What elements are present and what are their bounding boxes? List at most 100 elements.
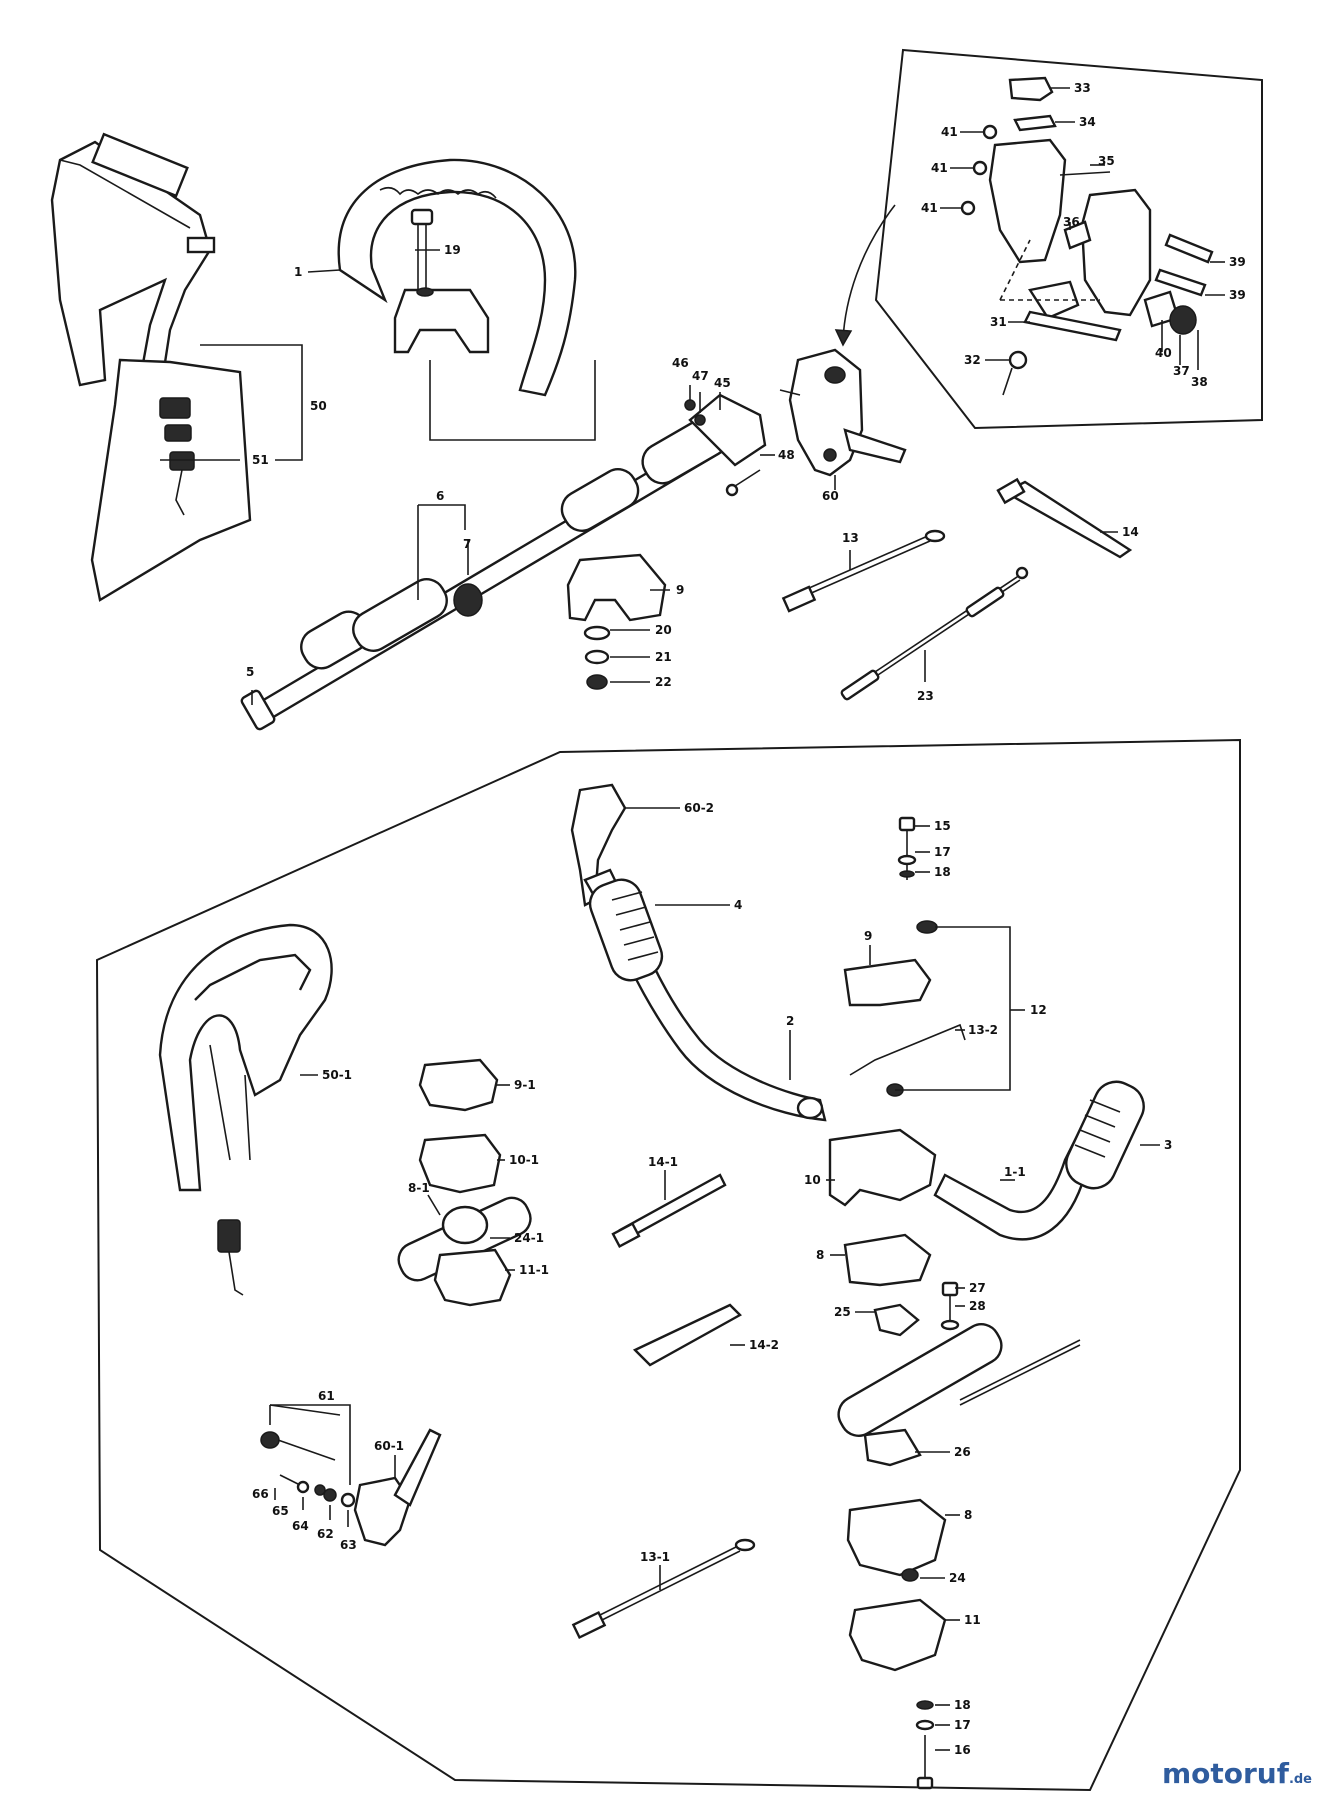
strip-14-2 bbox=[632, 1303, 742, 1367]
bolt-16 bbox=[916, 1735, 934, 1790]
callout-13: 13 bbox=[842, 531, 859, 545]
clamp-26 bbox=[863, 1428, 922, 1467]
inset-frame-bike-handle-kit bbox=[95, 738, 1241, 1792]
lower-tube bbox=[837, 1323, 1003, 1437]
callout-35: 35 bbox=[1098, 154, 1115, 168]
callout-39-lower: 39 bbox=[1229, 288, 1246, 302]
callout-17-upper: 17 bbox=[934, 845, 951, 859]
screw-46 bbox=[684, 399, 696, 411]
inset-frame-throttle-housing bbox=[874, 48, 1263, 430]
callout-1-1: 1-1 bbox=[1004, 1165, 1026, 1179]
callout-41-low: 41 bbox=[921, 201, 938, 215]
callout-48: 48 bbox=[778, 448, 795, 462]
callout-36: 36 bbox=[1063, 215, 1080, 229]
callout-23: 23 bbox=[917, 689, 934, 703]
guide-line bbox=[429, 360, 596, 441]
callout-13-2: 13-2 bbox=[968, 1023, 998, 1037]
callout-14-1: 14-1 bbox=[648, 1155, 678, 1169]
cable-13 bbox=[781, 529, 946, 613]
callout-labels: 1 19 50 51 6 7 5 9 20 21 22 46 47 45 48 … bbox=[246, 81, 1246, 1757]
clamp-10 bbox=[828, 1128, 937, 1207]
cable-23 bbox=[840, 566, 1029, 701]
callout-39-upper: 39 bbox=[1229, 255, 1246, 269]
callout-18-upper: 18 bbox=[934, 865, 951, 879]
callout-63: 63 bbox=[340, 1538, 357, 1552]
callout-65: 65 bbox=[272, 1504, 289, 1518]
callout-8-upper: 8 bbox=[816, 1248, 824, 1262]
callout-2: 2 bbox=[786, 1014, 794, 1028]
callout-41-mid: 41 bbox=[931, 161, 948, 175]
callout-41-top: 41 bbox=[941, 125, 958, 139]
cable-13-1 bbox=[571, 1538, 756, 1640]
callout-64: 64 bbox=[292, 1519, 309, 1533]
callout-3: 3 bbox=[1164, 1138, 1172, 1152]
callout-6: 6 bbox=[436, 489, 444, 503]
callout-9-1: 9-1 bbox=[514, 1078, 536, 1092]
clamp-11 bbox=[848, 1598, 947, 1672]
callout-5: 5 bbox=[246, 665, 254, 679]
handlebar-2 bbox=[583, 868, 827, 1122]
callout-14: 14 bbox=[1122, 525, 1139, 539]
callout-8-lower: 8 bbox=[964, 1508, 972, 1522]
throttle-housing-60 bbox=[779, 348, 907, 477]
callout-4: 4 bbox=[734, 898, 742, 912]
washer-17 bbox=[915, 1719, 935, 1731]
callout-10-1: 10-1 bbox=[509, 1153, 539, 1167]
callout-1: 1 bbox=[294, 265, 302, 279]
washer-12 bbox=[916, 920, 938, 934]
throttle-assembly-60-1 bbox=[260, 1404, 442, 1547]
clamp-9-lower bbox=[843, 958, 932, 1007]
watermark-tld: .de bbox=[1288, 1772, 1312, 1787]
leader-lines bbox=[160, 87, 1225, 1751]
callout-40: 40 bbox=[1155, 346, 1172, 360]
callout-7: 7 bbox=[463, 537, 471, 551]
callout-60-1: 60-1 bbox=[374, 1439, 404, 1453]
callout-27: 27 bbox=[969, 1281, 986, 1295]
callout-10: 10 bbox=[804, 1173, 821, 1187]
callout-19: 19 bbox=[444, 243, 461, 257]
clamp-8-lower bbox=[846, 1498, 947, 1577]
callout-31: 31 bbox=[990, 315, 1007, 329]
callout-32: 32 bbox=[964, 353, 981, 367]
washer-18 bbox=[916, 1700, 934, 1710]
shoulder-harness-50-1 bbox=[158, 923, 333, 1296]
nut-22 bbox=[586, 674, 608, 690]
callout-60-2: 60-2 bbox=[684, 801, 714, 815]
clamp-9 bbox=[566, 553, 667, 622]
callout-66: 66 bbox=[252, 1487, 269, 1501]
callout-37: 37 bbox=[1173, 364, 1190, 378]
loop-handle bbox=[337, 158, 577, 397]
callout-50-1: 50-1 bbox=[322, 1068, 352, 1082]
callout-16: 16 bbox=[954, 1743, 971, 1757]
main-shaft-tube bbox=[240, 393, 767, 731]
callout-61: 61 bbox=[318, 1389, 335, 1403]
callout-14-2: 14-2 bbox=[749, 1338, 779, 1352]
callout-11: 11 bbox=[964, 1613, 981, 1627]
callout-13-1: 13-1 bbox=[640, 1550, 670, 1564]
callout-8-1: 8-1 bbox=[408, 1181, 430, 1195]
callout-12: 12 bbox=[1030, 1003, 1047, 1017]
callout-17-lower: 17 bbox=[954, 1718, 971, 1732]
callout-9: 9 bbox=[676, 583, 684, 597]
inset-throttle-parts bbox=[960, 76, 1214, 396]
callout-28: 28 bbox=[969, 1299, 986, 1313]
watermark-name: motoruf bbox=[1161, 1757, 1289, 1790]
clamp-8 bbox=[843, 1233, 932, 1287]
cable-tie-14-1 bbox=[611, 1173, 727, 1248]
clamp-set-dash-1 bbox=[397, 1058, 532, 1307]
callout-60: 60 bbox=[822, 489, 839, 503]
screw-47 bbox=[694, 414, 706, 426]
bolt-15 bbox=[897, 816, 917, 880]
cable-lower bbox=[959, 1339, 1081, 1401]
callout-34: 34 bbox=[1079, 115, 1096, 129]
callout-21: 21 bbox=[655, 650, 672, 664]
callout-50: 50 bbox=[310, 399, 327, 413]
watermark-logo: motoruf.de bbox=[1162, 1757, 1312, 1790]
washer-20 bbox=[583, 625, 611, 641]
screw-48 bbox=[731, 469, 761, 489]
inset-pointer-arrow bbox=[842, 204, 896, 341]
callout-11-1: 11-1 bbox=[519, 1263, 549, 1277]
cable-tie-14 bbox=[996, 477, 1133, 559]
bolt-27 bbox=[940, 1281, 960, 1331]
